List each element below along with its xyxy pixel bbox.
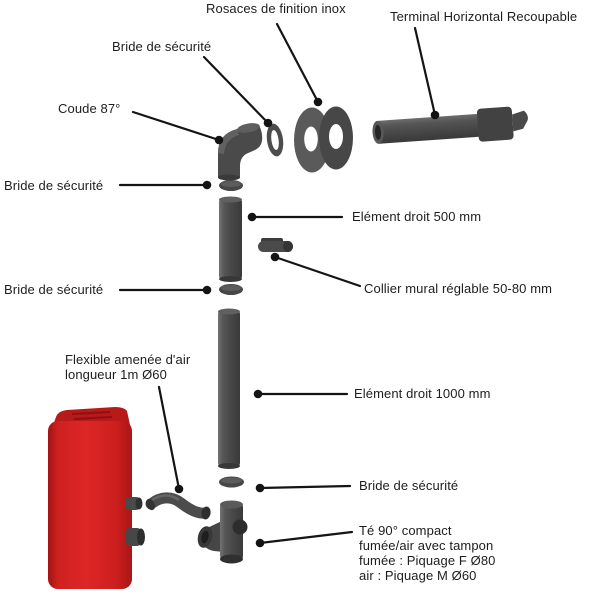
horizontal-terminal-graphic: [372, 106, 528, 144]
tee-90-graphic: [197, 500, 248, 564]
stove-flue-stub: [125, 497, 143, 510]
leader-bride-left-1: [118, 180, 212, 190]
straight-element-1000-graphic: [218, 308, 240, 469]
leader-bride-top: [202, 55, 273, 128]
elbow-87-graphic: [218, 123, 263, 181]
label-te90-line3: fumée : Piquage F Ø80: [359, 553, 496, 568]
flexible-hose-graphic: [145, 492, 211, 520]
safety-clamp-1-graphic: [219, 180, 243, 191]
safety-clamp-3-graphic: [219, 476, 244, 488]
leader-flexible: [157, 385, 184, 494]
safety-clamp-2-graphic: [219, 284, 243, 295]
label-te90-line4: air : Piquage M Ø60: [359, 568, 477, 583]
finishing-rosettes-graphic: [294, 106, 353, 173]
clamp-ring-graphic: [266, 123, 284, 157]
stove-graphic: [48, 407, 145, 589]
label-flexible: Flexible amenée d'air longueur 1m Ø60: [65, 352, 190, 382]
leader-bride-left-2: [118, 285, 212, 295]
leader-rosaces: [275, 22, 323, 107]
label-rosaces: Rosaces de finition inox: [206, 1, 346, 16]
label-element-1000: Elément droit 1000 mm: [354, 386, 491, 401]
leader-terminal: [413, 26, 440, 120]
label-element-500: Elément droit 500 mm: [352, 209, 482, 224]
label-bride-right: Bride de sécurité: [359, 478, 459, 493]
label-collier: Collier mural réglable 50-80 mm: [364, 281, 553, 296]
label-bride-top: Bride de sécurité: [112, 39, 212, 54]
leader-te90: [255, 530, 354, 548]
label-te90-line1: Té 90° compact: [359, 523, 452, 538]
label-flexible-line1: Flexible amenée d'air: [65, 352, 191, 367]
leader-collier: [270, 252, 362, 288]
leader-coude: [131, 110, 224, 145]
stove-air-stub: [125, 528, 145, 546]
leader-bride-right: [255, 483, 352, 493]
label-coude: Coude 87°: [58, 101, 121, 116]
wall-bracket-graphic: [258, 238, 293, 252]
straight-element-500-graphic: [219, 196, 242, 282]
label-terminal: Terminal Horizontal Recoupable: [390, 9, 578, 24]
label-bride-left-2: Bride de sécurité: [4, 282, 104, 297]
label-flexible-line2: longueur 1m Ø60: [65, 367, 167, 382]
label-te90: Té 90° compact fumée/air avec tampon fum…: [359, 523, 496, 583]
label-te90-line2: fumée/air avec tampon: [359, 538, 494, 553]
leader-element-1000: [253, 389, 349, 399]
leader-element-500: [247, 212, 344, 222]
label-bride-left-1: Bride de sécurité: [4, 178, 104, 193]
